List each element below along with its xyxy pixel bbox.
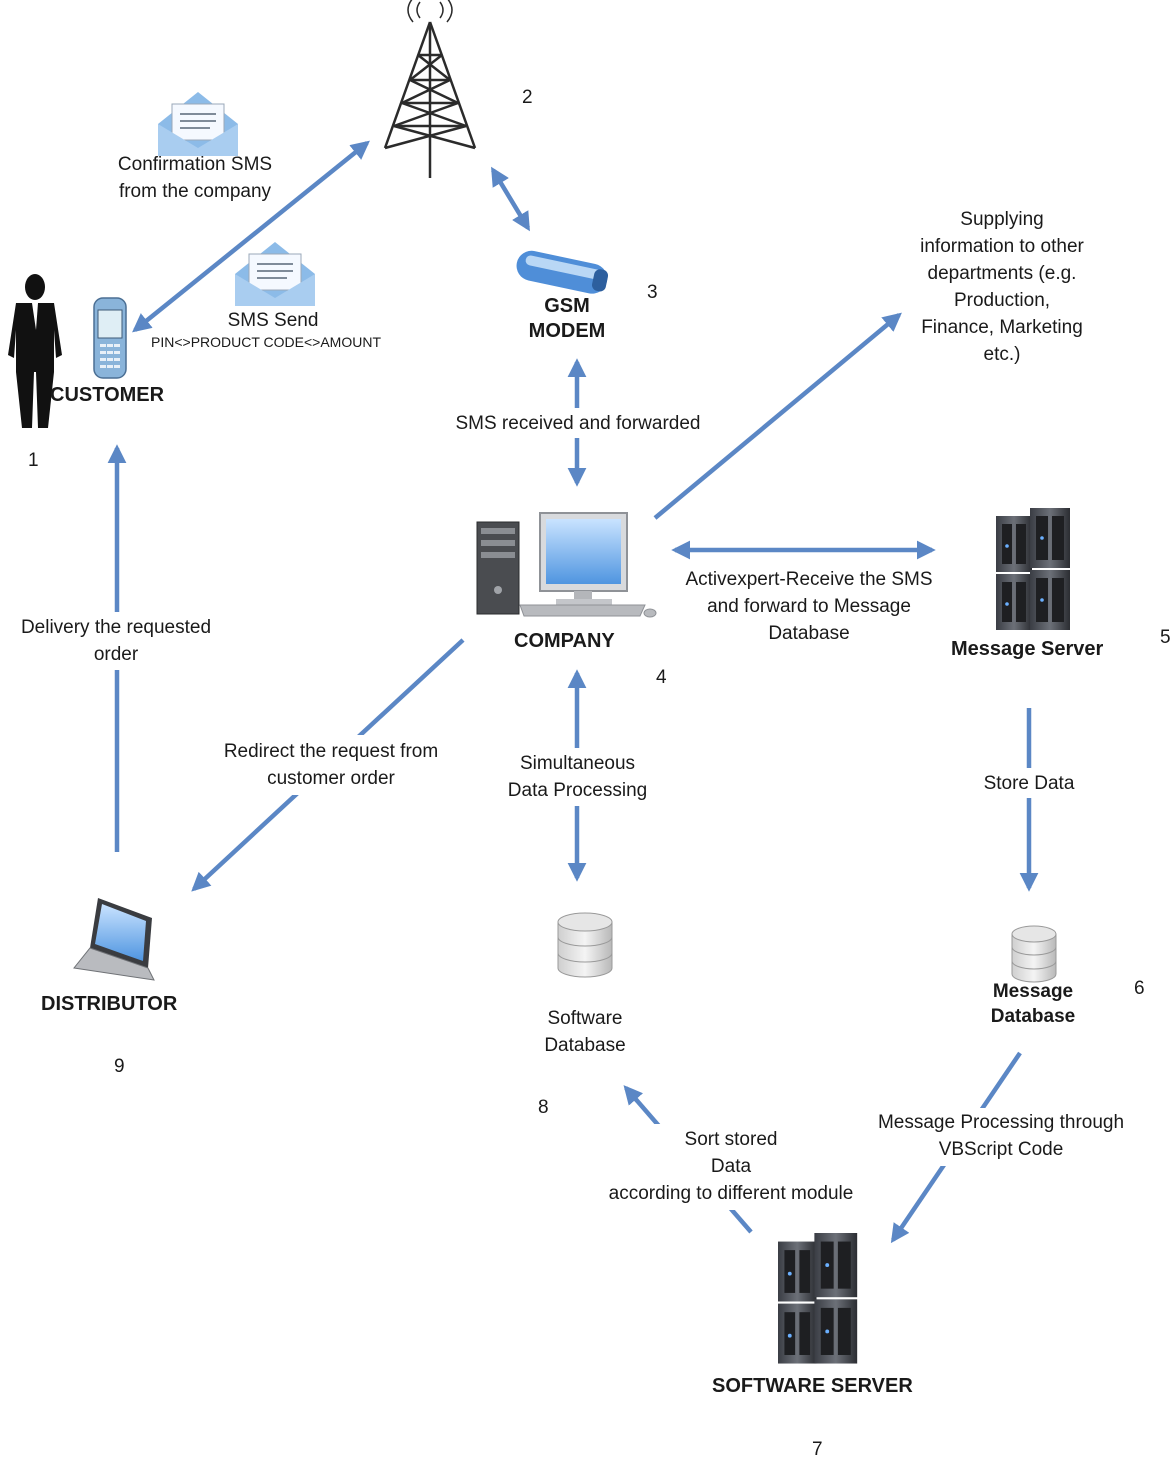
cell-tower-icon	[383, 0, 477, 178]
redirect-line1: Redirect the request from	[223, 741, 439, 762]
arrow-tower-customer	[132, 140, 370, 333]
supplying-info-label: Supplying information to other departmen…	[897, 206, 1107, 368]
confirmation-sms-label: Confirmation SMS from the company	[108, 151, 282, 205]
sms-send-label: SMS Send	[227, 310, 319, 331]
distributor-number: 9	[114, 1056, 125, 1077]
gsm-modem-label-line1: GSM	[544, 295, 590, 317]
sort-stored-label: Sort stored Data according to different …	[597, 1126, 865, 1207]
software-database-label: Software Database	[530, 1005, 640, 1059]
store-data-label: Store Data	[983, 773, 1075, 794]
activexpert-line1: Activexpert-Receive the SMS	[685, 569, 933, 590]
sms-send-format-label: PIN<>PRODUCT CODE<>AMOUNT	[151, 334, 382, 350]
supplying-info-line5: Finance, Marketing	[921, 317, 1083, 338]
supplying-info-line2: information to other	[920, 236, 1084, 257]
supplying-info-line4: Production,	[953, 290, 1051, 311]
arrow-tower-modem	[491, 166, 530, 232]
gsm-modem-label-line2: MODEM	[528, 320, 606, 342]
software-database-number: 8	[538, 1097, 549, 1118]
supplying-info-line6: etc.)	[983, 344, 1021, 365]
software-database-label-line2: Database	[544, 1035, 626, 1056]
usb-modem-icon	[516, 250, 609, 294]
gsm-modem-number: 3	[647, 282, 658, 303]
message-database-label-line1: Message	[992, 981, 1074, 1002]
simultaneous-line2: Data Processing	[507, 780, 648, 801]
software-server-label: SOFTWARE SERVER	[712, 1375, 913, 1397]
customer-number: 1	[28, 450, 39, 471]
sms-received-label: SMS received and forwarded	[455, 413, 701, 434]
database-icon	[1011, 925, 1057, 983]
message-database-label-line2: Database	[990, 1006, 1076, 1027]
customer-label: CUSTOMER	[50, 384, 165, 406]
arrow-company-departments	[653, 312, 902, 520]
laptop-icon	[73, 898, 155, 981]
server-rack-icon	[996, 508, 1070, 630]
supplying-info-line3: departments (e.g.	[927, 263, 1077, 284]
message-server-number: 5	[1160, 627, 1171, 648]
message-server-label: Message Server	[951, 638, 1104, 660]
simultaneous-label: Simultaneous Data Processing	[495, 750, 660, 804]
message-processing-line1: Message Processing through	[877, 1112, 1125, 1133]
activexpert-line2: and forward to Message	[707, 596, 911, 617]
message-database-label: Message Database	[980, 979, 1086, 1029]
sort-stored-line1: Sort stored	[684, 1129, 778, 1150]
activexpert-label: Activexpert-Receive the SMS and forward …	[670, 566, 948, 647]
confirmation-sms-line1: Confirmation SMS	[117, 154, 273, 175]
sort-stored-line2: Data	[710, 1156, 752, 1177]
simultaneous-line1: Simultaneous	[519, 753, 636, 774]
message-processing-line2: VBScript Code	[938, 1139, 1064, 1160]
software-database-label-line1: Software	[547, 1008, 623, 1029]
company-number: 4	[656, 667, 667, 688]
tower-number: 2	[522, 87, 533, 108]
mobile-phone-icon	[93, 297, 127, 379]
distributor-label: DISTRIBUTOR	[41, 993, 178, 1015]
redirect-line2: customer order	[267, 768, 395, 789]
message-processing-label: Message Processing through VBScript Code	[865, 1109, 1137, 1163]
envelope-icon	[235, 242, 315, 306]
delivery-line2: order	[93, 644, 139, 665]
activexpert-line3: Database	[768, 623, 850, 644]
software-server-number: 7	[812, 1439, 823, 1460]
message-database-number: 6	[1134, 978, 1145, 999]
server-rack-icon	[778, 1233, 858, 1364]
gsm-modem-label: GSM MODEM	[520, 294, 614, 344]
delivery-line1: Delivery the requested	[20, 617, 212, 638]
database-icon	[557, 912, 613, 978]
sort-stored-line3: according to different module	[608, 1183, 854, 1204]
envelope-icon	[158, 92, 238, 156]
delivery-label: Delivery the requested order	[10, 614, 222, 668]
supplying-info-line1: Supplying	[960, 209, 1044, 230]
company-label: COMPANY	[514, 630, 615, 652]
redirect-label: Redirect the request from customer order	[212, 738, 450, 792]
confirmation-sms-line2: from the company	[118, 181, 272, 202]
businessman-icon	[8, 274, 62, 428]
desktop-computer-icon	[476, 512, 657, 618]
